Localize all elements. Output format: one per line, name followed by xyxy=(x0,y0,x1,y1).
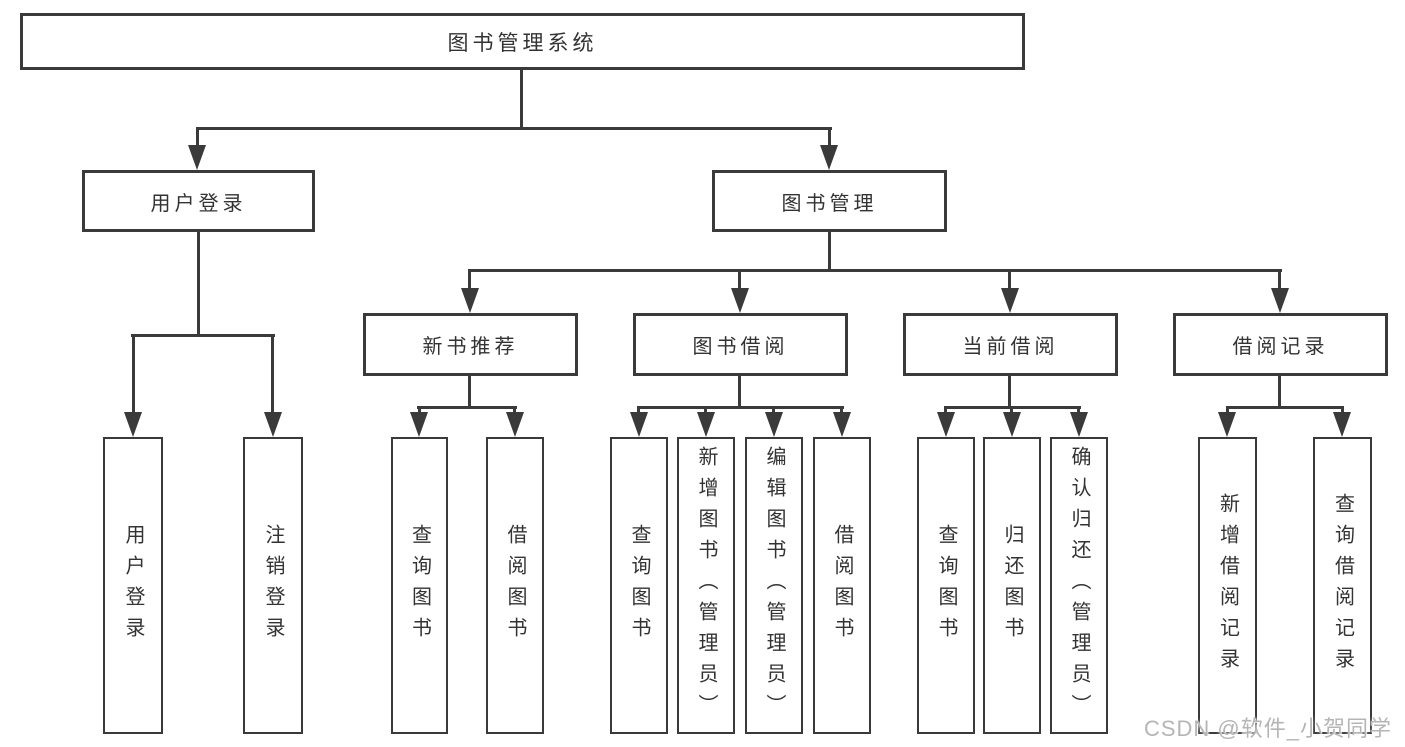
connector-user-login-stem xyxy=(197,232,200,337)
connector-user-login-bus xyxy=(131,334,275,337)
arrow-borrow-records-head xyxy=(1271,288,1289,313)
arrow-recommend-borrow-head xyxy=(506,412,524,437)
node-user-login-module: 用户登录 xyxy=(82,170,315,232)
leaf-return-book: 归还图书 xyxy=(983,437,1041,734)
leaf-add-borrow-record: 新增借阅记录 xyxy=(1198,437,1257,734)
arrow-current-query-head xyxy=(937,412,955,437)
arrow-book-borrow-stem xyxy=(738,269,741,291)
arrow-book-borrow-head xyxy=(731,288,749,313)
arrow-query-record-head xyxy=(1333,412,1351,437)
connector-book-management-stem xyxy=(828,232,831,272)
node-book-borrow: 图书借阅 xyxy=(633,313,848,376)
arrow-leaf-logout-head xyxy=(264,412,282,437)
node-new-book-recommend: 新书推荐 xyxy=(363,313,578,376)
node-borrow-records: 借阅记录 xyxy=(1173,313,1388,376)
arrow-leaf-user-login-head xyxy=(124,412,142,437)
leaf-edit-book-admin: 编辑图书（管理员） xyxy=(745,437,803,734)
connector-level3-bus xyxy=(468,269,1282,272)
arrow-borrow-query-head xyxy=(630,412,648,437)
connector-book-borrow-down xyxy=(738,376,741,409)
arrow-current-borrow-head xyxy=(1001,288,1019,313)
arrow-add-record-head xyxy=(1218,412,1236,437)
leaf-user-login: 用户登录 xyxy=(103,437,163,734)
connector-new-book-recommend-down xyxy=(468,376,471,409)
connector-recommend-bus xyxy=(417,406,517,409)
connector-borrow-bus xyxy=(637,406,844,409)
leaf-query-borrow-record: 查询借阅记录 xyxy=(1313,437,1372,734)
arrow-recommend-query-head xyxy=(410,412,428,437)
node-root: 图书管理系统 xyxy=(20,13,1025,70)
arrow-book-management-stem xyxy=(828,127,831,148)
arrow-user-login-module-head xyxy=(188,145,206,170)
leaf-logout: 注销登录 xyxy=(243,437,303,734)
arrow-leaf-user-login-stem xyxy=(132,334,135,416)
leaf-borrow-borrow-books: 借阅图书 xyxy=(813,437,871,734)
arrow-add-book-head xyxy=(697,412,715,437)
arrow-current-borrow-stem xyxy=(1008,269,1011,291)
node-current-borrow: 当前借阅 xyxy=(903,313,1118,376)
arrow-user-login-module-stem xyxy=(196,127,199,148)
connector-level2-bus xyxy=(196,127,832,130)
leaf-confirm-return-admin: 确认归还（管理员） xyxy=(1050,437,1108,734)
arrow-borrow-records-stem xyxy=(1278,269,1281,291)
leaf-add-book-admin: 新增图书（管理员） xyxy=(677,437,735,734)
arrow-confirm-return-head xyxy=(1070,412,1088,437)
arrow-new-book-recommend-stem xyxy=(468,269,471,291)
csdn-watermark: CSDN @软件_小贺同学 xyxy=(1143,716,1392,741)
connector-root-stem xyxy=(520,68,523,130)
arrow-return-book-head xyxy=(1003,412,1021,437)
arrow-new-book-recommend-head xyxy=(461,288,479,313)
connector-current-borrow-down xyxy=(1008,376,1011,409)
leaf-borrow-query-books: 查询图书 xyxy=(610,437,668,734)
leaf-recommend-borrow-books: 借阅图书 xyxy=(486,437,544,734)
leaf-current-query-books: 查询图书 xyxy=(917,437,975,734)
arrow-leaf-logout-stem xyxy=(271,334,274,416)
arrow-borrow-borrow-head xyxy=(833,412,851,437)
node-book-management: 图书管理 xyxy=(712,170,947,232)
arrow-edit-book-head xyxy=(765,412,783,437)
connector-records-bus xyxy=(1226,406,1344,409)
connector-borrow-records-down xyxy=(1278,376,1281,409)
leaf-recommend-query-books: 查询图书 xyxy=(391,437,448,734)
arrow-book-management-head xyxy=(820,145,838,170)
